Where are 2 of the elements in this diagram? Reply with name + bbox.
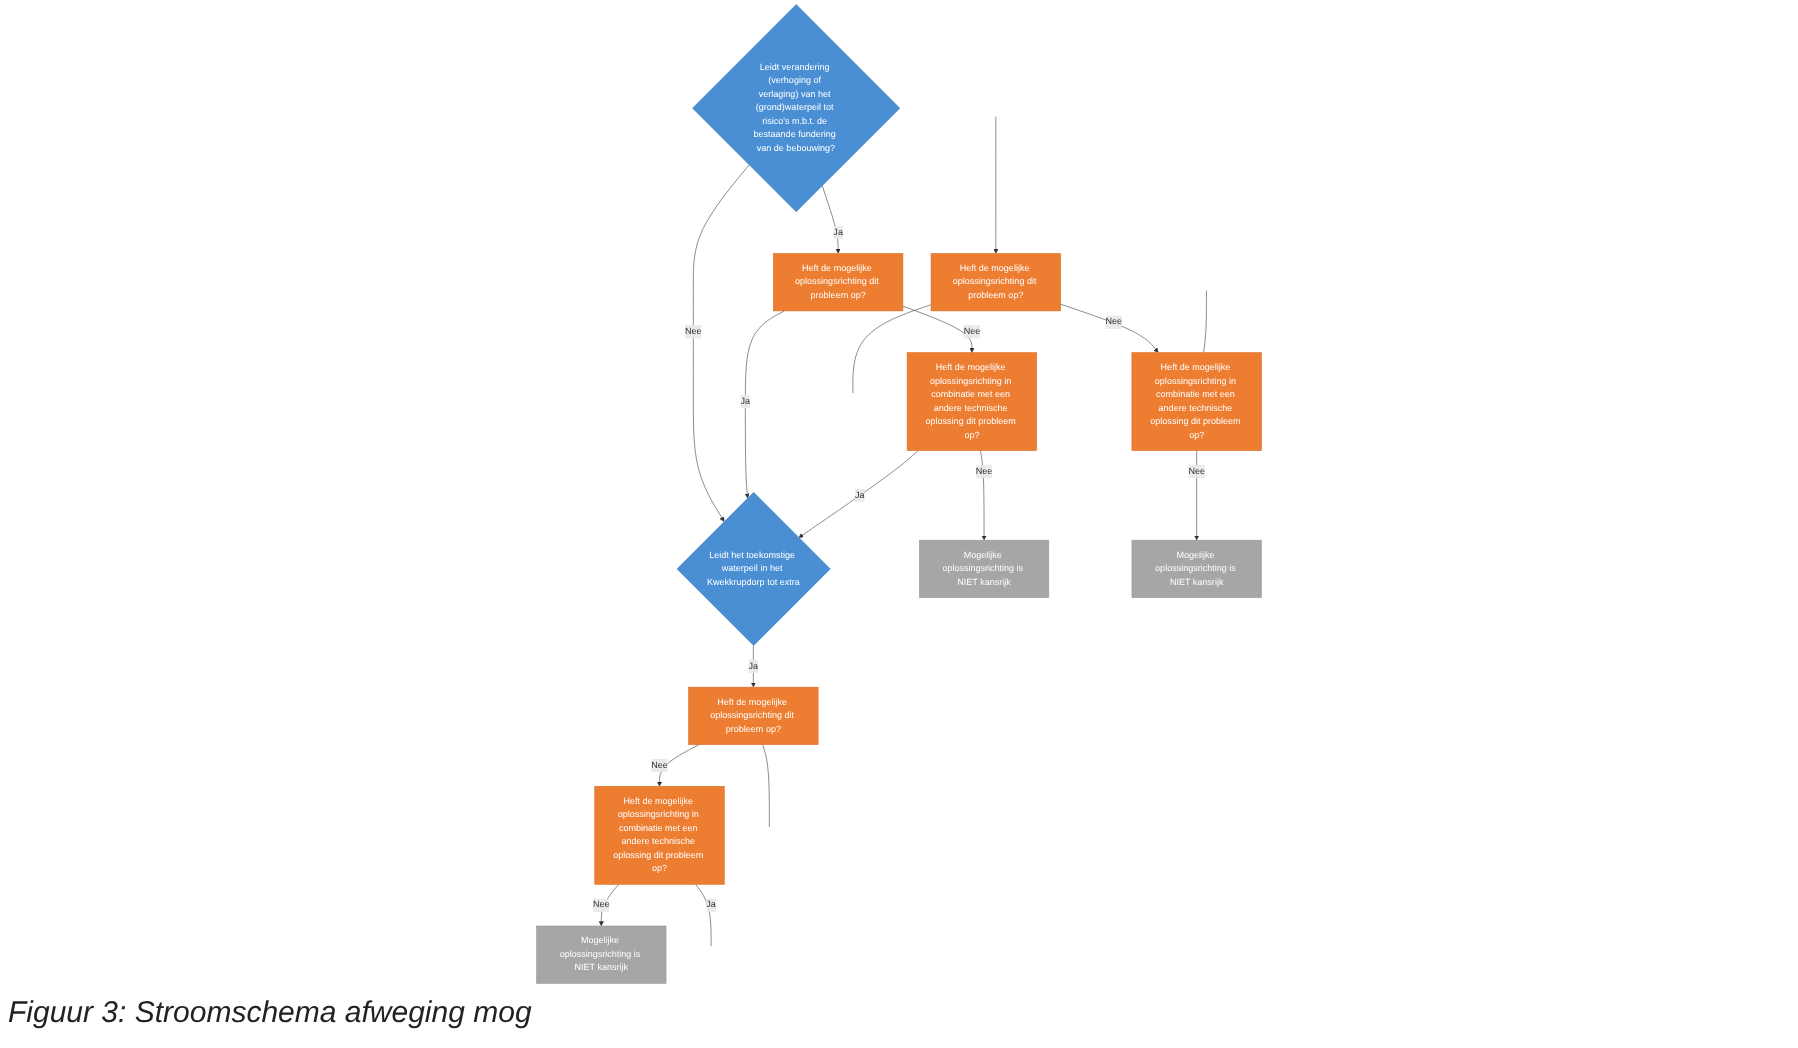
connector xyxy=(852,304,932,394)
figure-caption: Figuur 3: Stroomschema afweging mog xyxy=(8,996,532,1030)
